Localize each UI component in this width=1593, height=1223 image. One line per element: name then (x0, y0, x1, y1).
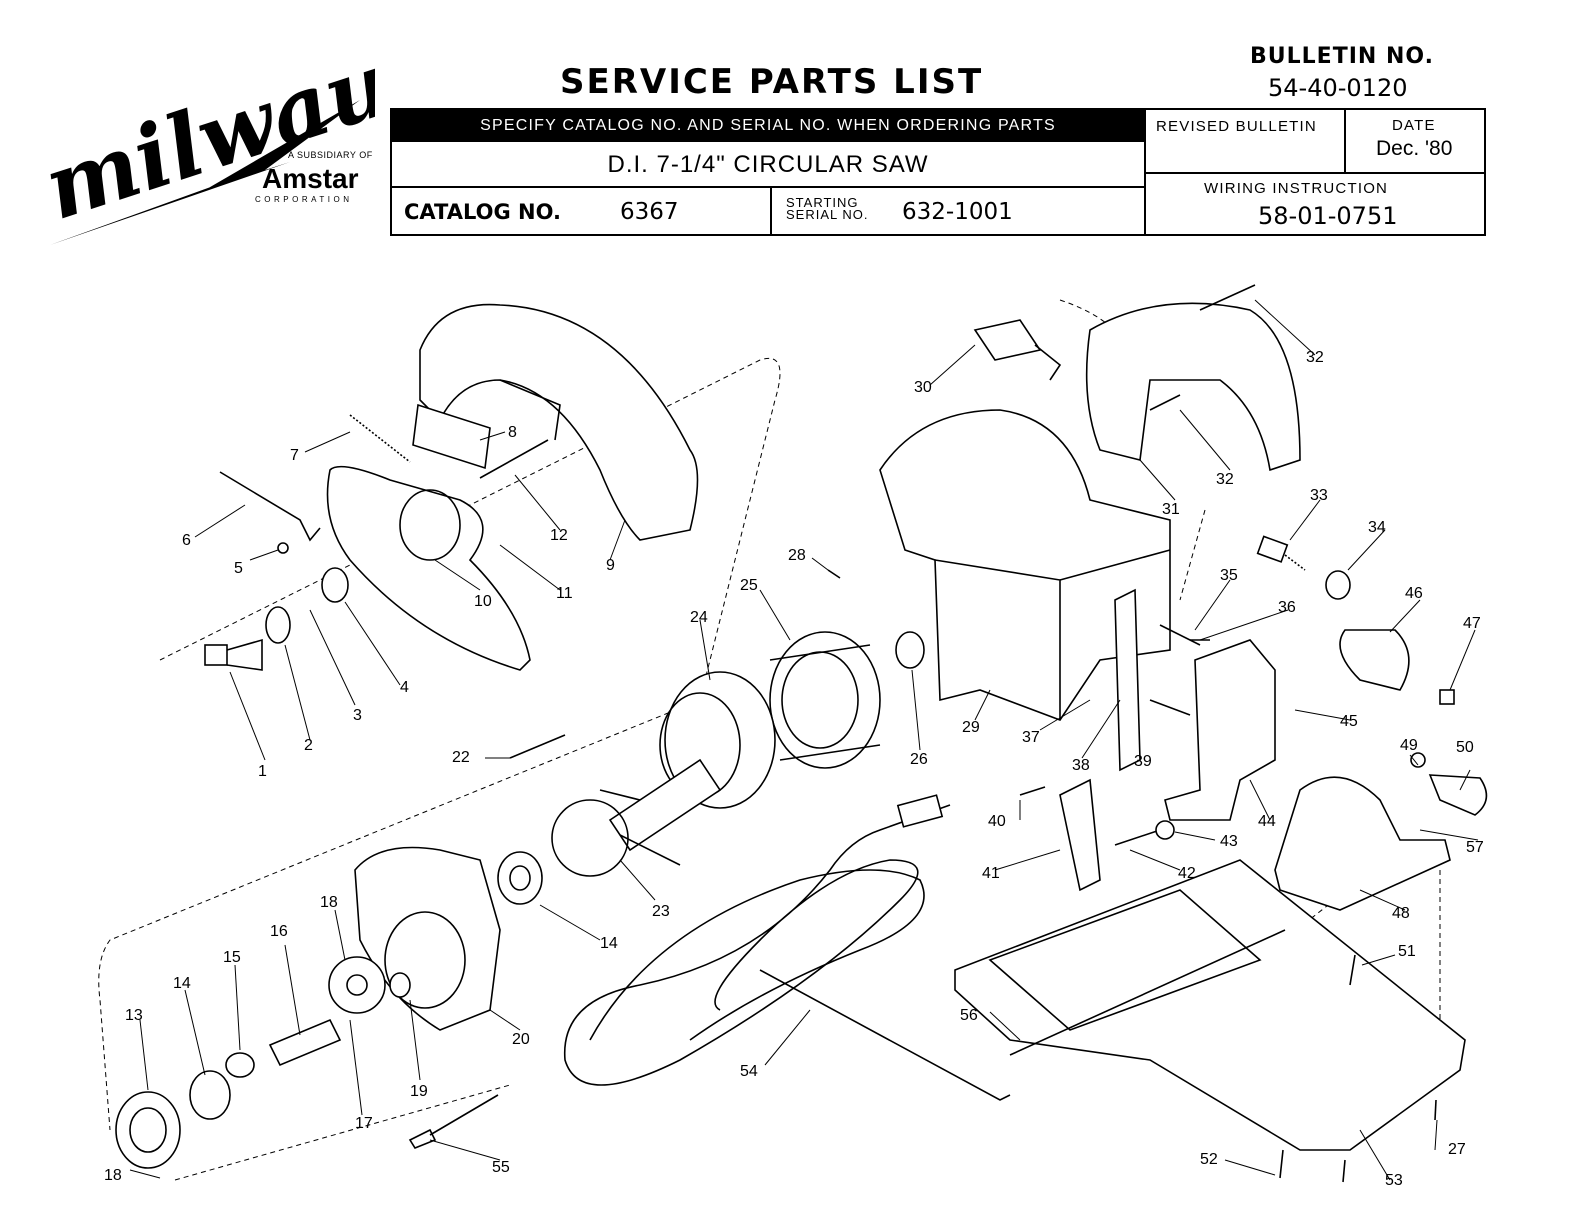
part-label: 27 (1448, 1141, 1466, 1158)
part-label: 11 (556, 585, 573, 602)
part-label: 37 (1022, 729, 1040, 746)
serial-cell: STARTING SERIAL NO. 632-1001 (772, 188, 1144, 234)
part-label: 9 (606, 557, 615, 574)
part-label: 29 (962, 719, 980, 736)
part-label: 2 (304, 737, 313, 754)
part-label: 47 (1463, 615, 1481, 632)
part-label: 55 (492, 1159, 510, 1176)
part-label: 57 (1466, 839, 1484, 856)
page-title: SERVICE PARTS LIST (560, 62, 984, 102)
subsidiary-text: A SUBSIDIARY OF (288, 150, 373, 160)
product-name: D.I. 7-1/4" CIRCULAR SAW (392, 142, 1144, 188)
part-label: 49 (1400, 737, 1418, 754)
date-label: DATE (1392, 117, 1436, 134)
part-label: 31 (1162, 501, 1180, 518)
part-number-labels: 1 2 3 4 5 6 7 8 9 10 11 12 13 14 15 16 1… (104, 349, 1484, 1189)
serial-label: STARTING SERIAL NO. (786, 195, 896, 222)
part-label: 8 (508, 424, 517, 441)
part-label: 25 (740, 577, 758, 594)
milwaukee-logo: milwaukee A SUBSIDIARY OF Amstar CORPORA… (30, 0, 568, 250)
part-label: 13 (125, 1007, 143, 1024)
exploded-parts-diagram: 1 2 3 4 5 6 7 8 9 10 11 12 13 14 15 16 1… (0, 250, 1593, 1218)
part-label: 15 (223, 949, 241, 966)
date-cell: DATE Dec. '80 (1346, 110, 1486, 174)
part-label: 20 (512, 1031, 530, 1048)
brand-wordmark: milwaukee (32, 40, 375, 240)
wiring-instruction-cell: WIRING INSTRUCTION 58-01-0751 (1146, 174, 1486, 234)
part-label: 48 (1392, 905, 1410, 922)
serial-label-line2: SERIAL NO. (786, 207, 869, 222)
part-label: 4 (400, 679, 409, 696)
part-label: 39 (1134, 753, 1152, 770)
wiring-instruction-number: 58-01-0751 (1258, 202, 1398, 230)
part-label: 1 (258, 763, 267, 780)
part-label: 56 (960, 1007, 978, 1024)
part-label: 14 (173, 975, 191, 992)
part-label: 52 (1200, 1151, 1218, 1168)
revised-bulletin-cell: REVISED BULLETIN (1146, 110, 1346, 174)
part-label: 34 (1368, 519, 1386, 536)
part-label: 43 (1220, 833, 1238, 850)
wiring-instruction-label: WIRING INSTRUCTION (1204, 180, 1389, 197)
part-label: 53 (1385, 1172, 1403, 1189)
part-label: 46 (1405, 585, 1423, 602)
part-label: 19 (410, 1083, 428, 1100)
part-label: 12 (550, 527, 568, 544)
bulletin-info-block: REVISED BULLETIN DATE Dec. '80 WIRING IN… (1144, 110, 1486, 234)
part-label: 26 (910, 751, 928, 768)
part-label: 6 (182, 532, 191, 549)
ordering-note-bar: SPECIFY CATALOG NO. AND SERIAL NO. WHEN … (392, 110, 1144, 142)
part-label: 38 (1072, 757, 1090, 774)
catalog-cell: CATALOG NO. 6367 (392, 188, 772, 234)
part-label: 35 (1220, 567, 1238, 584)
part-label: 54 (740, 1063, 758, 1080)
part-label: 42 (1178, 865, 1196, 882)
part-label: 16 (270, 923, 288, 940)
part-label: 10 (474, 593, 492, 610)
corporation-text: CORPORATION (255, 195, 352, 204)
part-label: 7 (290, 447, 299, 464)
part-label: 33 (1310, 487, 1328, 504)
bulletin-number: 54-40-0120 (1268, 74, 1408, 102)
part-label: 23 (652, 903, 670, 920)
part-label: 44 (1258, 813, 1276, 830)
part-label: 45 (1340, 713, 1358, 730)
part-label: 32 (1306, 349, 1324, 366)
parent-company-text: Amstar (262, 163, 359, 194)
part-label: 51 (1398, 943, 1416, 960)
part-label: 18 (320, 894, 338, 911)
part-label: 41 (982, 865, 1000, 882)
part-label: 28 (788, 547, 806, 564)
part-label: 18 (104, 1167, 122, 1184)
part-label: 14 (600, 935, 618, 952)
part-label: 32 (1216, 471, 1234, 488)
part-label: 36 (1278, 599, 1296, 616)
part-label: 24 (690, 609, 708, 626)
catalog-number: 6367 (620, 199, 679, 225)
part-label: 22 (452, 749, 470, 766)
part-label: 40 (988, 813, 1006, 830)
date-value: Dec. '80 (1376, 137, 1453, 160)
part-label: 3 (353, 707, 362, 724)
serial-number: 632-1001 (902, 199, 1013, 225)
part-label: 30 (914, 379, 932, 396)
bulletin-label: BULLETIN NO. (1250, 44, 1434, 69)
serial-label-line1: STARTING (786, 195, 859, 210)
info-table: SPECIFY CATALOG NO. AND SERIAL NO. WHEN … (390, 108, 1486, 236)
revised-bulletin-label: REVISED BULLETIN (1156, 118, 1317, 135)
part-label: 5 (234, 560, 243, 577)
part-label: 50 (1456, 739, 1474, 756)
catalog-label: CATALOG NO. (404, 200, 561, 224)
part-label: 17 (355, 1115, 373, 1132)
